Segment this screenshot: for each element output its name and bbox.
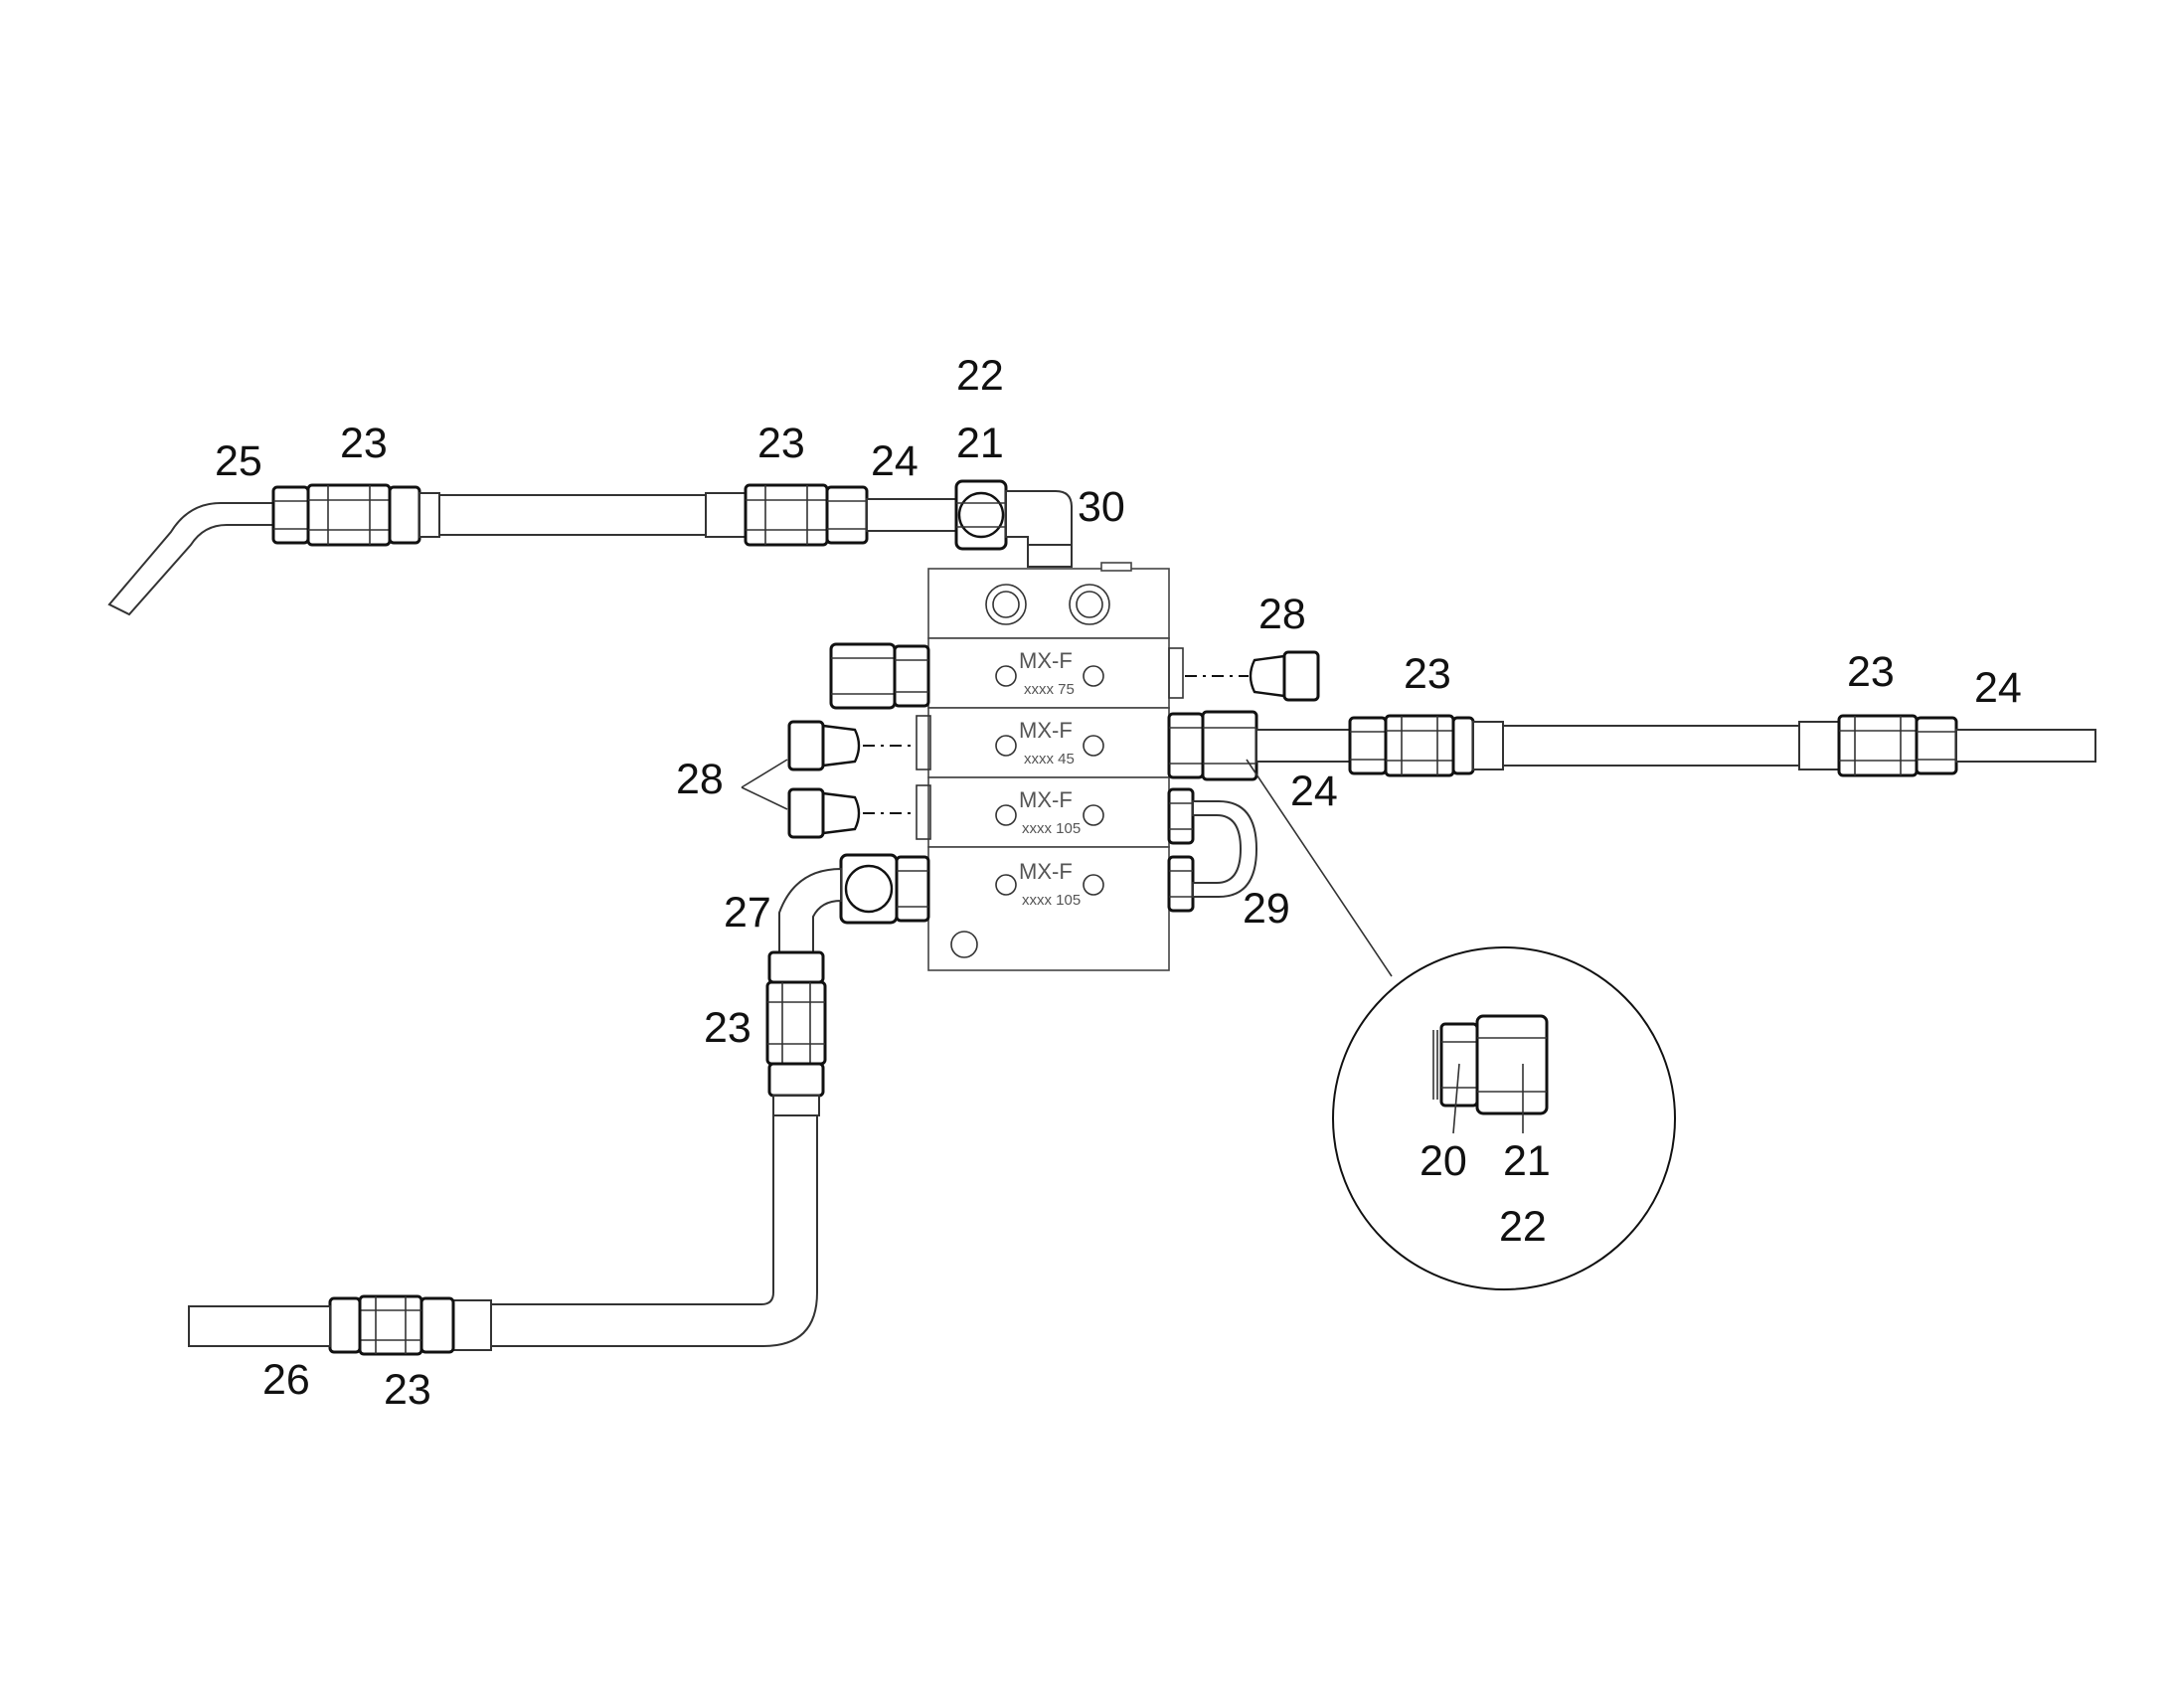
leader-28 bbox=[741, 759, 788, 788]
pipe-27-bend bbox=[778, 867, 842, 955]
plug-28 bbox=[787, 787, 825, 839]
section-code: xxxx 105 bbox=[1022, 892, 1081, 909]
detail-circle bbox=[1332, 946, 1676, 1290]
callout-22-detail: 22 bbox=[1499, 1203, 1547, 1251]
fitting-23-body bbox=[1384, 714, 1455, 777]
fitting-nut bbox=[271, 485, 310, 545]
fitting-nut bbox=[388, 485, 421, 545]
hose-sleeve bbox=[1472, 721, 1504, 770]
section-code: xxxx 105 bbox=[1022, 820, 1081, 837]
hose-sleeve bbox=[772, 1095, 820, 1116]
fitting-nut bbox=[825, 485, 869, 545]
section-4: MX-F xxxx 105 bbox=[927, 846, 1170, 971]
fitting-21-right bbox=[1201, 710, 1258, 781]
hose-right bbox=[1502, 725, 1800, 767]
fitting-nut bbox=[767, 1062, 825, 1098]
pipe-25-bent-end bbox=[107, 502, 274, 616]
hose-sleeve bbox=[418, 492, 440, 538]
callout-24: 24 bbox=[1290, 768, 1338, 815]
callout-20: 20 bbox=[1420, 1137, 1467, 1185]
tube-24-end bbox=[1955, 729, 2096, 763]
callout-30: 30 bbox=[1078, 483, 1125, 531]
section-3: MX-F xxxx 105 bbox=[927, 776, 1170, 848]
port-circle bbox=[985, 584, 1027, 625]
callout-26: 26 bbox=[262, 1356, 310, 1404]
port-circle bbox=[1069, 584, 1110, 625]
section-2: MX-F xxxx 45 bbox=[927, 707, 1170, 778]
hose-sleeve bbox=[1798, 721, 1840, 770]
callout-22-top: 22 bbox=[956, 352, 1004, 400]
callout-23: 23 bbox=[1404, 650, 1451, 698]
fitting-nut-right bbox=[1167, 855, 1195, 913]
section-label: MX-F bbox=[1019, 718, 1073, 743]
elbow-30 bbox=[1005, 490, 1073, 546]
callout-25: 25 bbox=[215, 437, 262, 485]
fitting-nut bbox=[1348, 716, 1388, 775]
fitting-nut-left bbox=[895, 855, 930, 923]
left-fittings bbox=[741, 642, 930, 955]
section-label: MX-F bbox=[1019, 859, 1073, 884]
hose-sleeve bbox=[705, 492, 747, 538]
callout-28-left: 28 bbox=[676, 756, 724, 803]
callout-24: 24 bbox=[871, 437, 919, 485]
fitting-nut bbox=[328, 1296, 362, 1354]
fitting-23-body bbox=[306, 483, 392, 547]
swivel-fitting-21 bbox=[954, 479, 1008, 551]
leader-20 bbox=[1452, 1063, 1460, 1134]
callout-23: 23 bbox=[1847, 648, 1895, 696]
callout-28-right: 28 bbox=[1258, 591, 1306, 638]
block-head-tab bbox=[1100, 562, 1132, 572]
fitting-nut bbox=[767, 950, 825, 984]
tube-26 bbox=[188, 1305, 331, 1347]
elbow-30-stem bbox=[1027, 544, 1073, 568]
detail-view bbox=[1332, 946, 1676, 1290]
plug-28 bbox=[787, 720, 825, 771]
callout-29: 29 bbox=[1243, 885, 1290, 933]
hose-top bbox=[438, 494, 707, 536]
right-assembly bbox=[1167, 650, 2096, 977]
callout-23: 23 bbox=[704, 1004, 752, 1052]
section-label: MX-F bbox=[1019, 787, 1073, 812]
callout-23: 23 bbox=[384, 1366, 431, 1414]
callout-27: 27 bbox=[724, 889, 771, 937]
pipe-25-assembly bbox=[107, 479, 1073, 616]
fitting-nut-right bbox=[1167, 787, 1195, 845]
fitting-nut-right bbox=[1167, 712, 1205, 779]
fitting-23-body bbox=[1837, 714, 1919, 777]
tube-24-top bbox=[866, 498, 957, 532]
leader-28 bbox=[741, 786, 788, 810]
lower-left-assembly bbox=[188, 950, 827, 1356]
fitting-nut bbox=[1915, 716, 1958, 775]
detail-part-21 bbox=[1475, 1014, 1549, 1115]
callout-23: 23 bbox=[757, 420, 805, 467]
fitting-nut bbox=[1451, 716, 1475, 775]
tube-24-right bbox=[1255, 729, 1351, 763]
callout-21-detail: 21 bbox=[1503, 1137, 1551, 1185]
section-label: MX-F bbox=[1019, 648, 1073, 673]
fitting-nut-left bbox=[829, 642, 897, 710]
callout-21-top: 21 bbox=[956, 420, 1004, 467]
section-code: xxxx 75 bbox=[1024, 681, 1075, 698]
bridge-29 bbox=[1192, 800, 1258, 898]
callout-23: 23 bbox=[340, 420, 388, 467]
fitting-23-body bbox=[765, 980, 827, 1066]
callouts: 22 25 23 23 24 21 30 28 23 23 24 28 24 2… bbox=[215, 352, 2022, 1414]
fitting-23-body bbox=[358, 1294, 423, 1356]
fitting-23-body bbox=[744, 483, 829, 547]
fitting-nut-left bbox=[893, 644, 930, 708]
detail-leader bbox=[1246, 759, 1393, 977]
hose-lower bbox=[490, 1114, 818, 1347]
section-code: xxxx 45 bbox=[1024, 751, 1075, 768]
plug-28-right bbox=[1282, 650, 1320, 702]
callout-24: 24 bbox=[1974, 664, 2022, 712]
block-head bbox=[927, 568, 1170, 639]
distributor-block: MX-F xxxx 75 MX-F xxxx 45 MX-F xxxx 105 … bbox=[916, 562, 1184, 971]
hose-sleeve bbox=[452, 1299, 492, 1351]
fitting-nut bbox=[419, 1296, 455, 1354]
section-1: MX-F xxxx 75 bbox=[927, 637, 1170, 709]
